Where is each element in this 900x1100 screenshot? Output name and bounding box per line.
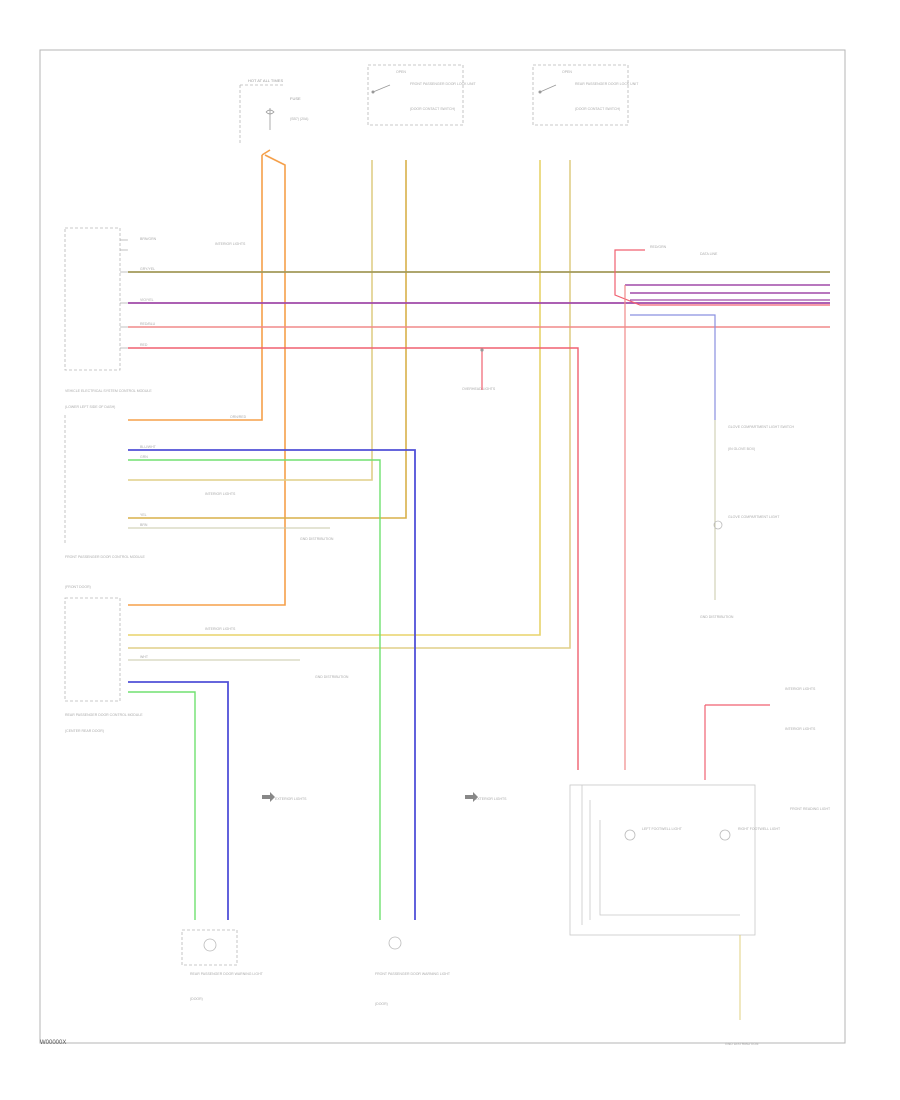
wire-label-6: BLU/WHT — [140, 445, 157, 449]
wire-tan-front — [128, 160, 373, 481]
wire-blue-rear — [128, 681, 229, 920]
fuse-sub: (SB7) (20A) — [290, 117, 308, 121]
rear-door-module-sub: (CENTER REAR DOOR) — [65, 729, 104, 733]
wire-label-7: GRN — [140, 455, 148, 459]
wire-red-left-lamp — [128, 347, 579, 770]
wire-yellow-rear — [128, 160, 541, 636]
ref-ground4: GND DISTRIBUTION — [725, 1042, 759, 1046]
front-light-label: FRONT PASSENGER DOOR WARNING LIGHT — [375, 972, 451, 976]
ref-interior-reading: INTERIOR LIGHTS — [785, 687, 816, 691]
front-door-switch-sub: (DOOR CONTACT SWITCH) — [410, 107, 455, 111]
wire-label-5: RED — [140, 343, 148, 347]
rear-door-module-label: REAR PASSENGER DOOR CONTROL MODULE — [65, 713, 143, 717]
diagram-id: W00000X — [40, 1040, 67, 1046]
rear-door-switch-aux: OPEN — [562, 70, 572, 74]
wire-lightblue-switch — [630, 314, 716, 420]
ref-overhead: OVERHEAD LIGHTS — [462, 387, 496, 391]
ref-instr2: INTERIOR LIGHTS — [205, 627, 236, 631]
glove-switch-sub: (IN GLOVE BOX) — [728, 447, 755, 451]
wire-tan-rear — [128, 160, 571, 649]
diagram-frame — [39, 49, 846, 1044]
wire-label-1: BRN/GRN — [140, 237, 157, 241]
comfort-module-sub: (LOWER LEFT SIDE OF DASH) — [65, 405, 115, 409]
wire-green-front — [128, 459, 381, 920]
rear-light-sub: (DOOR) — [190, 997, 203, 1001]
front-door-switch-label: FRONT PASSENGER DOOR LOCK UNIT — [410, 82, 476, 86]
ref-exterior-rear: EXTERIOR LIGHTS — [275, 797, 307, 801]
module-pins — [120, 239, 128, 349]
glove-light-label: GLOVE COMPARTMENT LIGHT — [728, 515, 780, 519]
front-door-module-sub: (FRONT DOOR) — [65, 585, 91, 589]
right-lamp-label: RIGHT FOOTWELL LIGHT — [738, 827, 781, 831]
fuse-component: HOT AT ALL TIMES FUSE (SB7) (20A) — [239, 78, 308, 145]
left-footwell-lamp: LEFT FOOTWELL LIGHT — [624, 827, 683, 841]
wire-label-4: RED/BLU — [140, 322, 156, 326]
comfort-module-box — [64, 227, 121, 371]
wire-label-2: GRY/YEL — [140, 267, 155, 271]
exterior-front-arrow — [465, 792, 478, 802]
exterior-rear-arrow — [262, 792, 275, 802]
reading-light-label: FRONT READING LIGHT — [790, 807, 831, 811]
wire-label-3: VIO/YEL — [140, 298, 154, 302]
ref-data-line: DATA LINE — [700, 252, 718, 256]
wire-orange-rear — [128, 154, 286, 606]
ref-instr: INTERIOR LIGHTS — [205, 492, 236, 496]
ref-interior-left: INTERIOR LIGHTS — [785, 727, 816, 731]
rear-door-switch: OPEN REAR PASSENGER DOOR LOCK UNIT (DOOR… — [532, 64, 639, 126]
front-light-sub: (DOOR) — [375, 1002, 388, 1006]
rear-door-light: REAR PASSENGER DOOR WARNING LIGHT (DOOR) — [181, 929, 264, 1001]
lamp-group-box — [569, 784, 756, 936]
wire-orange-main — [128, 155, 263, 421]
wire-label-8: ORN/RED — [230, 415, 247, 419]
rear-light-label: REAR PASSENGER DOOR WARNING LIGHT — [190, 972, 264, 976]
right-footwell-lamp: RIGHT FOOTWELL LIGHT — [719, 827, 781, 841]
glove-switch-label: GLOVE COMPARTMENT LIGHT SWITCH — [728, 425, 795, 429]
ref-engine-lights: INTERIOR LIGHTS — [215, 242, 246, 246]
rear-door-module-box — [64, 597, 121, 702]
wire-yellow-front — [128, 160, 407, 519]
left-lamp-label: LEFT FOOTWELL LIGHT — [642, 827, 683, 831]
wire-label-12: RED/GRN — [650, 245, 667, 249]
front-door-light: FRONT PASSENGER DOOR WARNING LIGHT (DOOR… — [375, 936, 451, 1006]
wire-label-10: BRN — [140, 523, 148, 527]
rear-door-switch-sub: (DOOR CONTACT SWITCH) — [575, 107, 620, 111]
ref-exterior-front: EXTERIOR LIGHTS — [475, 797, 507, 801]
front-door-switch-aux: OPEN — [396, 70, 406, 74]
ref-ground2: GND DISTRIBUTION — [315, 675, 349, 679]
wire-label-11: WHT — [140, 655, 149, 659]
wire-blue-front — [128, 449, 416, 920]
fuse-label: FUSE — [290, 96, 301, 101]
fuse-aux: HOT AT ALL TIMES — [248, 78, 283, 83]
wire-green-rear — [128, 691, 196, 920]
comfort-module-label: VEHICLE ELECTRICAL SYSTEM CONTROL MODULE — [65, 389, 152, 393]
front-door-switch: OPEN FRONT PASSENGER DOOR LOCK UNIT (DOO… — [367, 64, 476, 126]
ref-ground1: GND DISTRIBUTION — [300, 537, 334, 541]
rear-door-switch-label: REAR PASSENGER DOOR LOCK UNIT — [575, 82, 639, 86]
front-door-module-label: FRONT PASSENGER DOOR CONTROL MODULE — [65, 555, 146, 559]
wire-label-9: YEL — [140, 513, 147, 517]
ref-ground3: GND DISTRIBUTION — [700, 615, 734, 619]
